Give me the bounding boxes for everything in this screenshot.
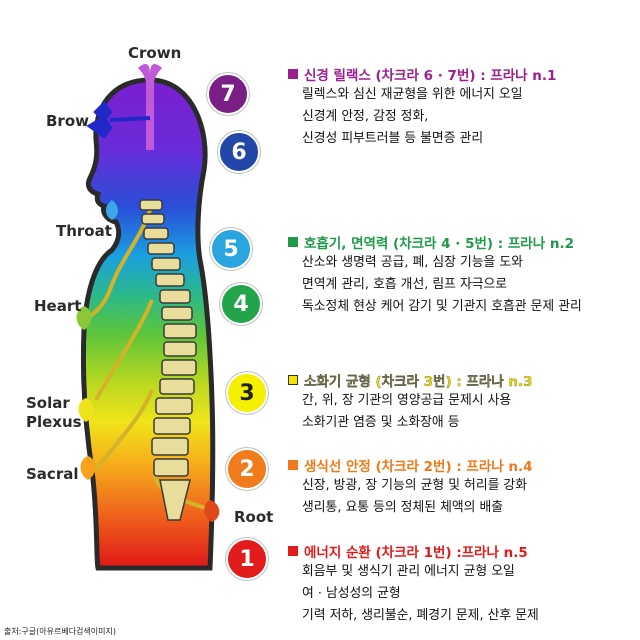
label-root: Root (234, 508, 274, 526)
root-flower (204, 500, 220, 522)
section-header: 소화기 균형 (차크라 3번) : 프라나 n.3 (304, 374, 533, 390)
throat-flower (106, 200, 118, 220)
section-line: 신경계 안정, 감정 정화, (302, 109, 429, 124)
section-line: 기력 저하, 생리불순, 폐경기 문제, 산후 문제 (302, 608, 539, 623)
section-nerve-relax: 신경 릴랙스 (차크라 6 · 7번) : 프라나 n.1 릴렉스와 심신 재균… (288, 64, 556, 150)
section-line: 산소와 생명력 공급, 폐, 심장 기능을 도와 (302, 255, 523, 270)
source-caption: 출처:구글(아유르베다검색이미지) (4, 627, 116, 636)
section-digestive: 소화기 균형 (차크라 3번) : 프라나 n.3 간, 위, 장 기관의 영양… (288, 370, 533, 434)
section-line: 간, 위, 장 기관의 영양공급 문제시 사용 (302, 393, 512, 408)
chakra-circle-1: 1 (226, 538, 268, 580)
section-header: 에너지 순환 (차크라 1번) :프라나 n.5 (304, 545, 528, 561)
section-marker (288, 375, 298, 385)
label-crown: Crown (128, 44, 182, 62)
section-header: 호흡기, 면역력 (차크라 4 · 5번) : 프라나 n.2 (304, 236, 574, 252)
chakra-body-figure (76, 64, 220, 571)
chakra-circle-7: 7 (207, 73, 249, 115)
section-energy-circulation: 에너지 순환 (차크라 1번) :프라나 n.5 회음부 및 생식기 관리 에너… (288, 541, 539, 627)
section-header: 생식선 안정 (차크라 2번) : 프라나 n.4 (304, 459, 533, 475)
section-line: 소화기관 염증 및 소화장애 등 (302, 415, 460, 430)
section-respiratory: 호흡기, 면역력 (차크라 4 · 5번) : 프라나 n.2 산소와 생명력 … (288, 232, 582, 318)
label-solar: Solar (26, 394, 70, 412)
chakra-circle-5: 5 (210, 228, 252, 270)
section-line: 회음부 및 생식기 관리 에너지 균형 오일 (302, 564, 515, 579)
brow-symbol (86, 100, 151, 139)
crown-symbol (138, 64, 162, 150)
section-line: 면역계 관리, 호흡 개선, 림프 자극으로 (302, 277, 508, 292)
label-throat: Throat (56, 222, 112, 240)
section-line: 신장, 방광, 장 기능의 균형 및 허리를 강화 (302, 478, 527, 493)
label-plexus: Plexus (26, 413, 82, 431)
section-marker (288, 460, 298, 470)
sacral-flower (80, 456, 96, 480)
section-line: 생리통, 요통 등의 정체된 체액의 배출 (302, 500, 504, 515)
spine (139, 199, 197, 521)
section-header: 신경 릴랙스 (차크라 6 · 7번) : 프라나 n.1 (304, 68, 557, 84)
section-line: 독소정체 현상 케어 감기 및 기관지 호흡관 문제 관리 (302, 299, 582, 314)
section-reproductive: 생식선 안정 (차크라 2번) : 프라나 n.4 신장, 방광, 장 기능의 … (288, 455, 533, 519)
label-sacral: Sacral (26, 465, 79, 483)
section-marker (288, 546, 298, 556)
chakra-circle-2: 2 (226, 448, 268, 490)
chakra-circle-4: 4 (220, 283, 262, 325)
label-heart: Heart (34, 297, 82, 315)
section-marker (288, 69, 298, 79)
section-line: 신경성 피부트러블 등 불면증 관리 (302, 131, 484, 146)
section-line: 릴렉스와 심신 재균형을 위한 에너지 오일 (302, 87, 523, 102)
label-brow: Brow (46, 112, 89, 130)
section-line: 여 · 남성성의 균형 (302, 586, 401, 601)
heart-flower (76, 306, 92, 330)
chakra-circle-6: 6 (218, 131, 260, 173)
section-marker (288, 237, 298, 247)
chakra-circle-3: 3 (226, 372, 268, 414)
solar-flower (78, 398, 94, 422)
